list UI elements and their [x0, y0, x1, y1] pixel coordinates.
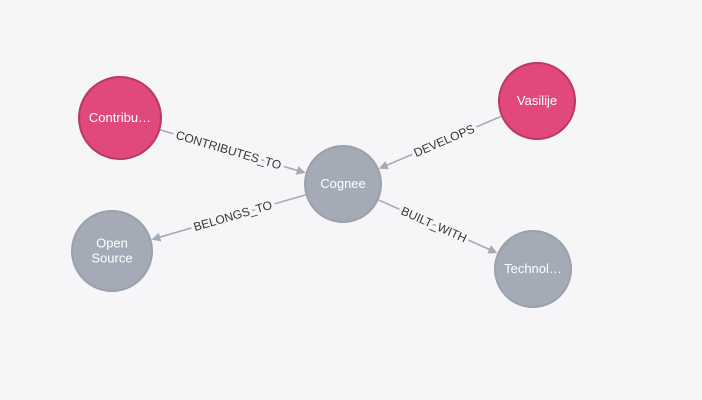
relationship-line[interactable] [159, 194, 306, 238]
arrowhead-icon [378, 160, 389, 170]
relationship-type-label[interactable]: CONTRIBUTES_TO [171, 124, 287, 175]
arrowhead-icon [487, 245, 498, 254]
arrowhead-icon [295, 166, 306, 175]
node-technology[interactable]: Technol… [494, 230, 572, 308]
relationship-line[interactable] [378, 199, 490, 251]
relationship-type-label[interactable]: BUILT_WITH [395, 200, 472, 249]
node-circle-technology[interactable] [494, 230, 572, 308]
node-vasilije[interactable]: Vasilije [498, 62, 576, 140]
node-contributor[interactable]: Contribu… [78, 76, 162, 160]
edge-belongs-to[interactable]: BELONGS_TO [151, 194, 306, 242]
node-circle-cognee[interactable] [304, 145, 382, 223]
node-circle-vasilije[interactable] [498, 62, 576, 140]
edge-built-with[interactable]: BUILT_WITH [378, 199, 498, 254]
relationship-line[interactable] [386, 115, 502, 166]
node-circle-open-source[interactable] [71, 210, 153, 292]
node-cognee[interactable]: Cognee [304, 145, 382, 223]
node-circle-contributor[interactable] [78, 76, 162, 160]
arrowhead-icon [151, 232, 162, 242]
relationship-type-label[interactable]: BELONGS_TO [188, 194, 277, 237]
edge-develops[interactable]: DEVELOPS [378, 115, 502, 170]
relationship-type-label[interactable]: DEVELOPS [408, 118, 480, 163]
relationship-line[interactable] [160, 129, 298, 172]
edge-contributes-to[interactable]: CONTRIBUTES_TO [160, 124, 306, 176]
